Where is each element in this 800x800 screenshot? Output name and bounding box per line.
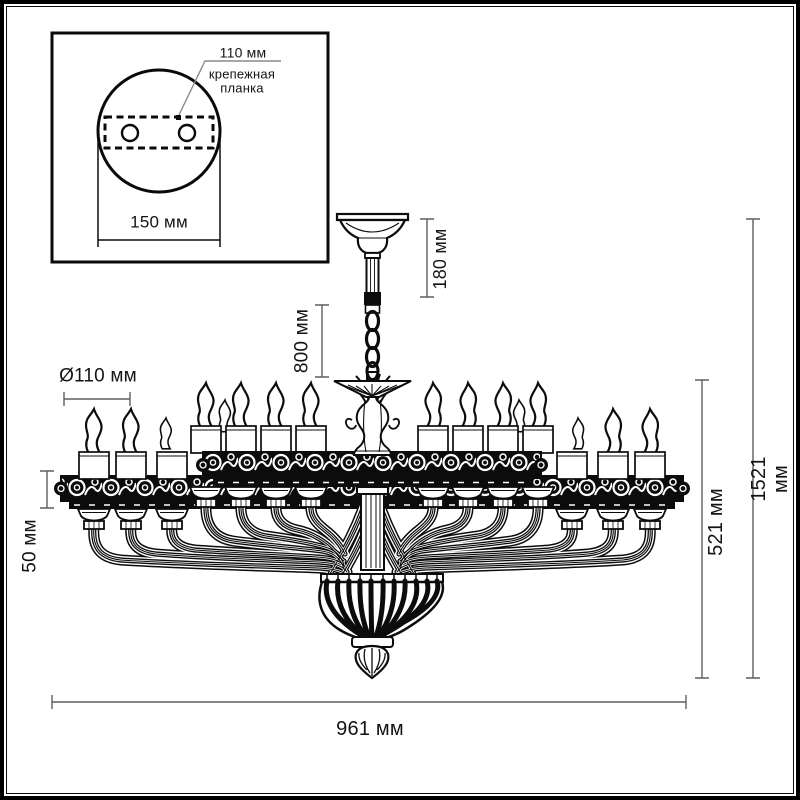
dim-band-height-label: 50 мм <box>19 519 41 573</box>
ceiling-canopy <box>335 212 410 259</box>
inner-ornament-band <box>196 451 548 487</box>
dim-shade-diameter-label: Ø110 мм <box>59 365 137 387</box>
screw-hole-right <box>177 123 197 143</box>
screw-hole-left <box>120 123 140 143</box>
dim-body-height-label: 521 мм <box>705 488 727 556</box>
dim-total-width-label: 961 мм <box>336 718 404 740</box>
dimension-lines <box>40 218 760 709</box>
canopy-circle <box>96 68 222 194</box>
inset-detail <box>50 31 330 264</box>
dim-total-height-label: 1521 мм <box>748 456 792 502</box>
center-bowl <box>318 573 445 642</box>
center-column <box>356 486 389 571</box>
inset-width-label: 150 мм <box>130 212 188 232</box>
dim-chain-drop-label: 800 мм <box>291 308 313 374</box>
finial <box>351 636 394 680</box>
chandelier <box>54 212 690 680</box>
dim-canopy-drop-label: 180 мм <box>430 228 451 290</box>
suspension-rod <box>364 257 381 314</box>
chain <box>364 309 381 381</box>
top-bobeche <box>333 371 412 398</box>
leader-line <box>177 60 281 118</box>
inset-bracket-label: крепежная планка <box>208 66 276 96</box>
inset-offset-label: 110 мм <box>219 44 267 61</box>
